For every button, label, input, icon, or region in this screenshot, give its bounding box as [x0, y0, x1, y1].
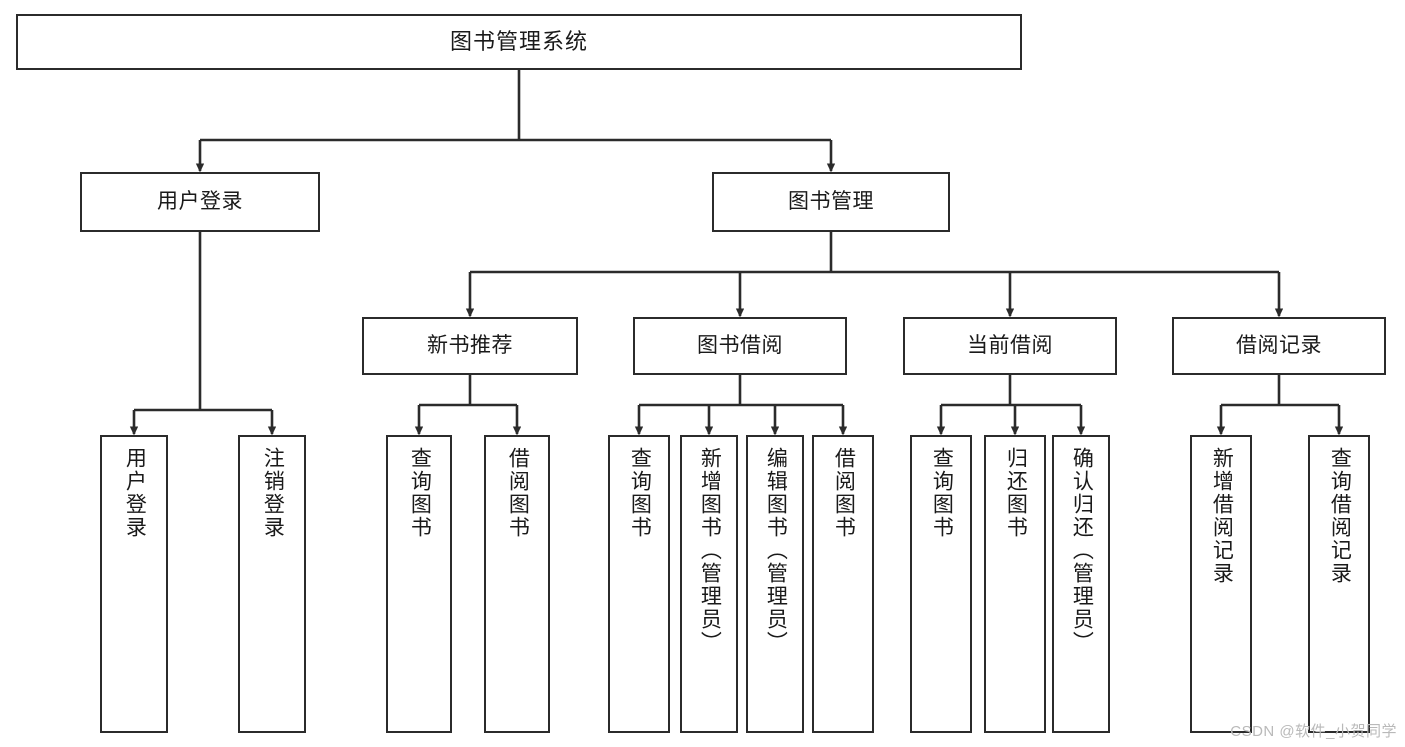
node-l-user-login[interactable]: 用户登录: [100, 435, 168, 733]
node-label: 查询借阅记录: [1328, 447, 1352, 585]
node-label: 新增图书（管理员）: [698, 447, 722, 654]
node-label: 查询图书: [930, 447, 954, 539]
node-l-logout[interactable]: 注销登录: [238, 435, 306, 733]
node-label: 新书推荐: [427, 333, 513, 357]
node-label: 用户登录: [157, 189, 243, 213]
node-label: 新增借阅记录: [1210, 447, 1234, 585]
node-label: 注销登录: [261, 447, 285, 539]
node-label: 归还图书: [1004, 447, 1028, 539]
node-book-manage[interactable]: 图书管理: [712, 172, 950, 232]
node-l-borrow-1[interactable]: 借阅图书: [484, 435, 550, 733]
node-label: 图书管理系统: [449, 29, 588, 55]
node-l-borrow-2[interactable]: 借阅图书: [812, 435, 874, 733]
node-user-login[interactable]: 用户登录: [80, 172, 320, 232]
watermark-label: CSDN @软件_小贺同学: [1230, 723, 1397, 740]
node-label: 用户登录: [123, 447, 147, 539]
node-root[interactable]: 图书管理系统: [16, 14, 1022, 70]
node-label: 借阅图书: [832, 447, 856, 539]
node-l-query-log[interactable]: 查询借阅记录: [1308, 435, 1370, 733]
node-l-add-log[interactable]: 新增借阅记录: [1190, 435, 1252, 733]
node-cur-borrow[interactable]: 当前借阅: [903, 317, 1117, 375]
node-borrow-log[interactable]: 借阅记录: [1172, 317, 1386, 375]
node-book-borrow[interactable]: 图书借阅: [633, 317, 847, 375]
node-label: 图书管理: [788, 189, 874, 213]
node-label: 借阅记录: [1236, 333, 1322, 357]
node-new-book-rec[interactable]: 新书推荐: [362, 317, 578, 375]
node-l-query-1[interactable]: 查询图书: [386, 435, 452, 733]
node-label: 借阅图书: [506, 447, 530, 539]
node-l-query-3[interactable]: 查询图书: [910, 435, 972, 733]
node-l-add-book[interactable]: 新增图书（管理员）: [680, 435, 738, 733]
node-l-edit-book[interactable]: 编辑图书（管理员）: [746, 435, 804, 733]
node-l-return[interactable]: 归还图书: [984, 435, 1046, 733]
node-label: 图书借阅: [697, 333, 783, 357]
node-label: 查询图书: [408, 447, 432, 539]
node-l-confirm[interactable]: 确认归还（管理员）: [1052, 435, 1110, 733]
node-label: 当前借阅: [967, 333, 1053, 357]
node-label: 编辑图书（管理员）: [764, 447, 788, 654]
node-label: 查询图书: [628, 447, 652, 539]
node-l-query-2[interactable]: 查询图书: [608, 435, 670, 733]
node-label: 确认归还（管理员）: [1070, 447, 1094, 654]
